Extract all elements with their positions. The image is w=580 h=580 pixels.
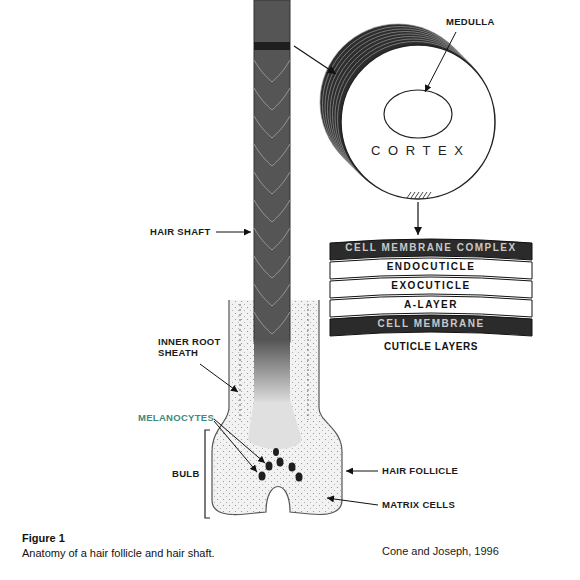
layer-name: A-LAYER — [404, 299, 458, 311]
cuticle-band: ENDOCUTICLE — [330, 257, 532, 276]
layer-name: EXOCUTICLE — [391, 280, 470, 292]
keratogenous-zone — [248, 400, 302, 449]
part-label: MELANOCYTES — [138, 412, 214, 423]
part-label: INNER ROOT SHEATH — [158, 336, 238, 359]
cuticle-hatch — [407, 192, 431, 198]
cuticle-band: CELL MEMBRANE — [330, 314, 532, 333]
figure-title: Figure 1 — [22, 532, 65, 545]
node-outline — [340, 44, 496, 200]
part-label: HAIR SHAFT — [150, 226, 211, 237]
melanocytes — [259, 448, 303, 482]
cuticle-band: EXOCUTICLE — [330, 276, 532, 295]
group-heading: CUTICLE LAYERS — [330, 341, 532, 353]
figure-caption: Anatomy of a hair follicle and hair shaf… — [22, 547, 215, 560]
part-label: MATRIX CELLS — [382, 499, 455, 510]
shaft-band — [254, 42, 290, 50]
part-label: HAIR FOLLICLE — [382, 465, 458, 476]
region-name: C O R T E X — [340, 144, 496, 159]
hair-shaft — [254, 0, 290, 342]
cuticle-band: CELL MEMBRANE COMPLEX — [330, 238, 532, 257]
credit-note: Cone and Joseph, 1996 — [382, 545, 499, 558]
inner-root-sheath — [240, 304, 241, 420]
part-label: MEDULLA — [446, 16, 495, 27]
layer-name: CELL MEMBRANE COMPLEX — [345, 242, 516, 254]
bulb-bracket — [205, 430, 210, 518]
layer-name: CELL MEMBRANE — [377, 318, 484, 330]
connector-arrow — [417, 202, 418, 235]
cross-section: C O R T E X — [340, 44, 496, 200]
section-pointer — [294, 46, 336, 74]
layer-name: ENDOCUTICLE — [387, 261, 476, 273]
inner-root-sheath — [308, 304, 309, 420]
cuticle-band: A-LAYER — [330, 295, 532, 314]
cuticle-stack: CUTICLE LAYERS CELL MEMBRANE COMPLEX ENDOC… — [330, 238, 532, 353]
part-label: BULB — [172, 468, 200, 479]
shaft-fade — [254, 340, 290, 402]
leader-line — [425, 32, 456, 92]
node-outline — [330, 238, 331, 239]
cuticle-scales — [254, 60, 290, 334]
